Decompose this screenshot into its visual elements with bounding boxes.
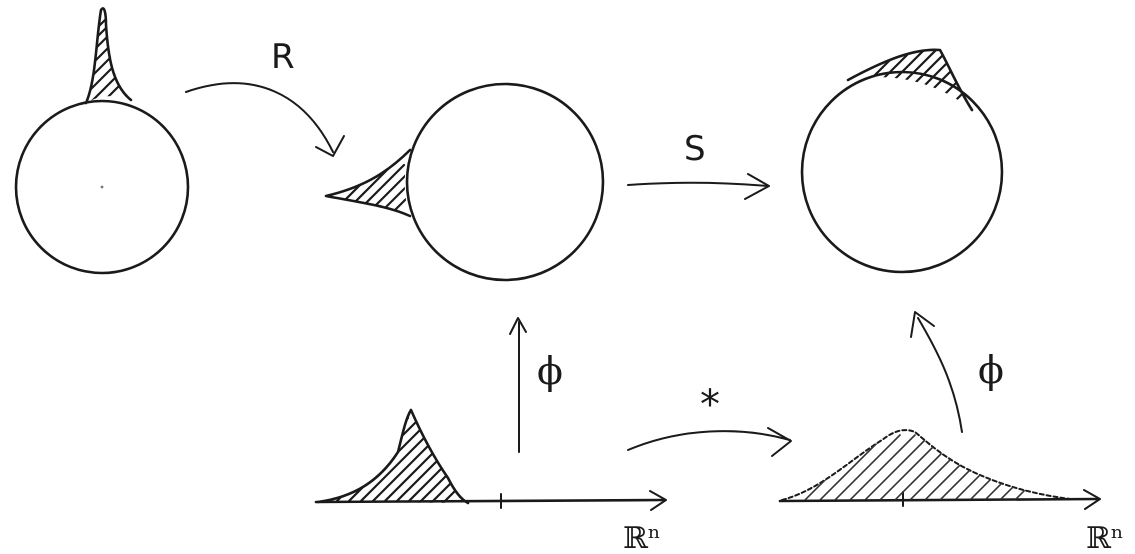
arrow-star: * <box>627 382 792 457</box>
arrow-phi-left: ϕ <box>509 317 563 453</box>
arrow-r: R <box>185 37 345 157</box>
label-s: S <box>684 129 706 169</box>
label-phi-left: ϕ <box>537 349 563 393</box>
arrow-phi-right: ϕ <box>910 311 1004 433</box>
label-star: * <box>700 382 720 428</box>
label-rn-left: ℝⁿ <box>623 521 661 554</box>
bump-plot-right: ℝⁿ <box>778 429 1124 554</box>
bump-plot-left: ℝⁿ <box>314 408 667 554</box>
label-phi-right: ϕ <box>978 348 1004 392</box>
arrow-s: S <box>627 129 770 200</box>
label-rn-right: ℝⁿ <box>1086 521 1124 554</box>
axis-left <box>314 498 666 504</box>
circle-with-spike-shape <box>14 7 190 275</box>
axis-right <box>778 497 1100 503</box>
circle-with-cap-shape <box>800 48 1004 274</box>
bump-left-hatching <box>318 416 468 503</box>
label-r: R <box>271 37 295 77</box>
circle-with-side-spike-shape <box>324 82 605 282</box>
